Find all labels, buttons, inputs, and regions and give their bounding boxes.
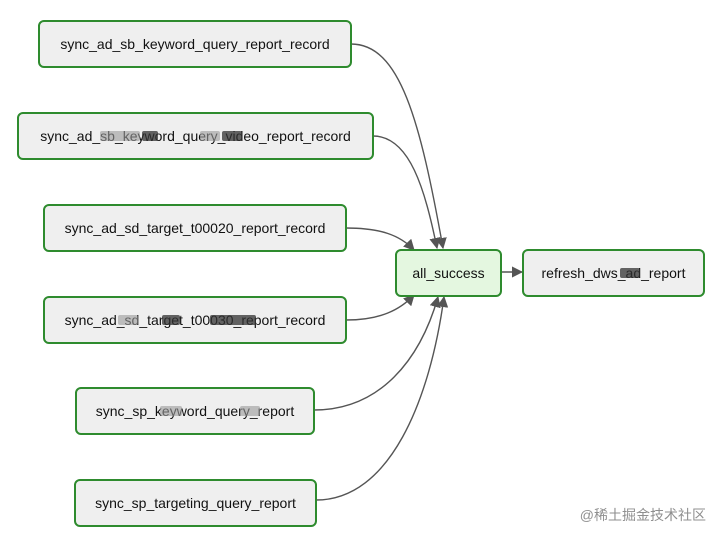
redaction-blur <box>162 315 180 325</box>
task-label: sync_sp_keyword_query_report <box>95 403 295 419</box>
task-node-sb-keyword-query-video-report[interactable]: sync_ad_sb_keyword_query_video_report_re… <box>17 112 374 160</box>
task-label: sync_ad_sb_keyword_query_report_record <box>60 36 330 52</box>
task-label: sync_ad_sb_keyword_query_video_report_re… <box>40 128 351 144</box>
edge-t1-to-gate <box>350 43 447 250</box>
redaction-blur <box>118 315 138 325</box>
refresh-report-task-node[interactable]: refresh_dws_ad_report <box>522 249 705 297</box>
watermark-text: @稀土掘金技术社区 <box>579 507 706 523</box>
redaction-blur <box>210 315 256 325</box>
task-node-sd-target-t00030-report[interactable]: sync_ad_sd_target_t00030_report_record <box>43 296 347 344</box>
task-label: sync_ad_sd_target_t00030_report_record <box>64 312 326 328</box>
gate-label: all_success <box>412 265 485 281</box>
redaction-blur <box>142 131 158 141</box>
edge-t2-to-gate <box>372 135 441 250</box>
edge-t3-to-gate <box>345 227 415 251</box>
edge-t5-to-gate <box>313 295 441 411</box>
task-node-sd-target-t00020-report[interactable]: sync_ad_sd_target_t00020_report_record <box>43 204 347 252</box>
task-label: sync_sp_targeting_query_report <box>95 495 296 511</box>
redaction-blur <box>100 131 140 141</box>
redaction-blur <box>620 268 640 278</box>
redaction-blur <box>160 406 182 416</box>
redaction-blur <box>222 131 242 141</box>
task-node-sb-keyword-query-report[interactable]: sync_ad_sb_keyword_query_report_record <box>38 20 352 68</box>
edge-t4-to-gate <box>345 294 415 321</box>
task-node-sp-keyword-query-report[interactable]: sync_sp_keyword_query_report <box>75 387 315 435</box>
task-label: sync_ad_sd_target_t00020_report_record <box>64 220 326 236</box>
task-node-sp-targeting-query-report[interactable]: sync_sp_targeting_query_report <box>74 479 317 527</box>
edge-t6-to-gate <box>315 295 449 501</box>
redaction-blur <box>200 131 220 141</box>
task-label: refresh_dws_ad_report <box>541 265 686 281</box>
redaction-blur <box>240 406 260 416</box>
all-success-trigger-node[interactable]: all_success <box>395 249 502 297</box>
